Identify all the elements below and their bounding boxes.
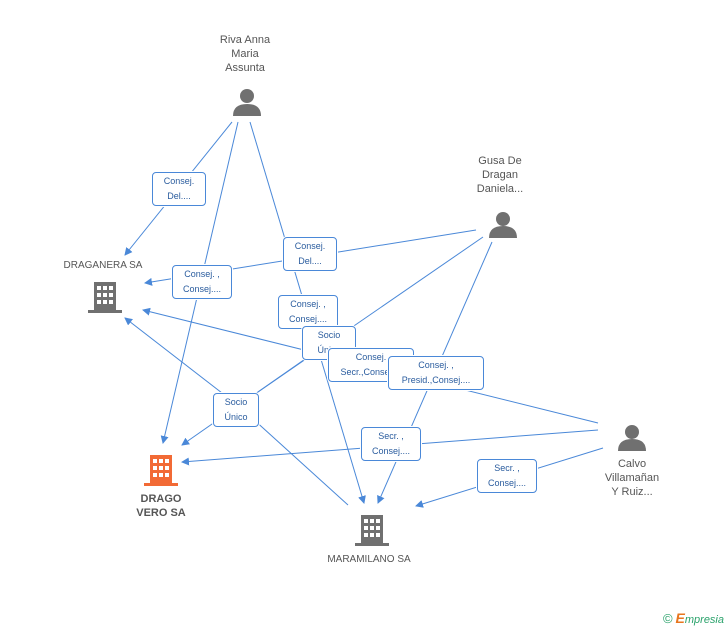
person-label-riva[interactable]: Riva Anna Maria Assunta — [219, 34, 271, 74]
edge-label[interactable]: Consej. Del.... — [283, 237, 337, 271]
company-label-draganera[interactable]: DRAGANERA SA — [63, 260, 143, 271]
copyright-icon: © — [662, 611, 673, 626]
company-label-maramilano[interactable]: MARAMILANO SA — [327, 554, 411, 565]
person-icon-gusa[interactable] — [489, 212, 517, 238]
edge-label[interactable]: Socio Único — [213, 393, 259, 427]
edge-socio-maramilano — [251, 417, 349, 506]
brand-initial: E — [675, 610, 685, 626]
edge-label[interactable]: Secr. , Consej.... — [361, 427, 421, 461]
edge-label[interactable]: Consej. , Presid.,Consej.... — [388, 356, 484, 390]
edge-label[interactable]: Consej. , Consej.... — [172, 265, 232, 299]
edge-label[interactable]: Consej. , Consej.... — [278, 295, 338, 329]
edge-socio-draganera — [124, 317, 223, 394]
building-icon-draganera[interactable] — [88, 282, 122, 313]
brand-name: mpresia — [684, 614, 724, 626]
person-label-calvo[interactable]: Calvo Villamañan Y Ruiz... — [604, 458, 660, 498]
building-icon-maramilano[interactable] — [355, 515, 389, 546]
person-label-gusa[interactable]: Gusa De Dragan Daniela... — [476, 155, 524, 195]
person-icon-calvo[interactable] — [618, 425, 646, 451]
building-icon-drago[interactable] — [144, 455, 178, 486]
company-label-drago[interactable]: DRAGO VERO SA — [136, 493, 186, 519]
edge-label[interactable]: Consej. Del.... — [152, 172, 206, 206]
person-icon-riva[interactable] — [233, 89, 261, 116]
edge-label[interactable]: Secr. , Consej.... — [477, 459, 537, 493]
empresia-logo: ©Empresia — [663, 610, 724, 626]
